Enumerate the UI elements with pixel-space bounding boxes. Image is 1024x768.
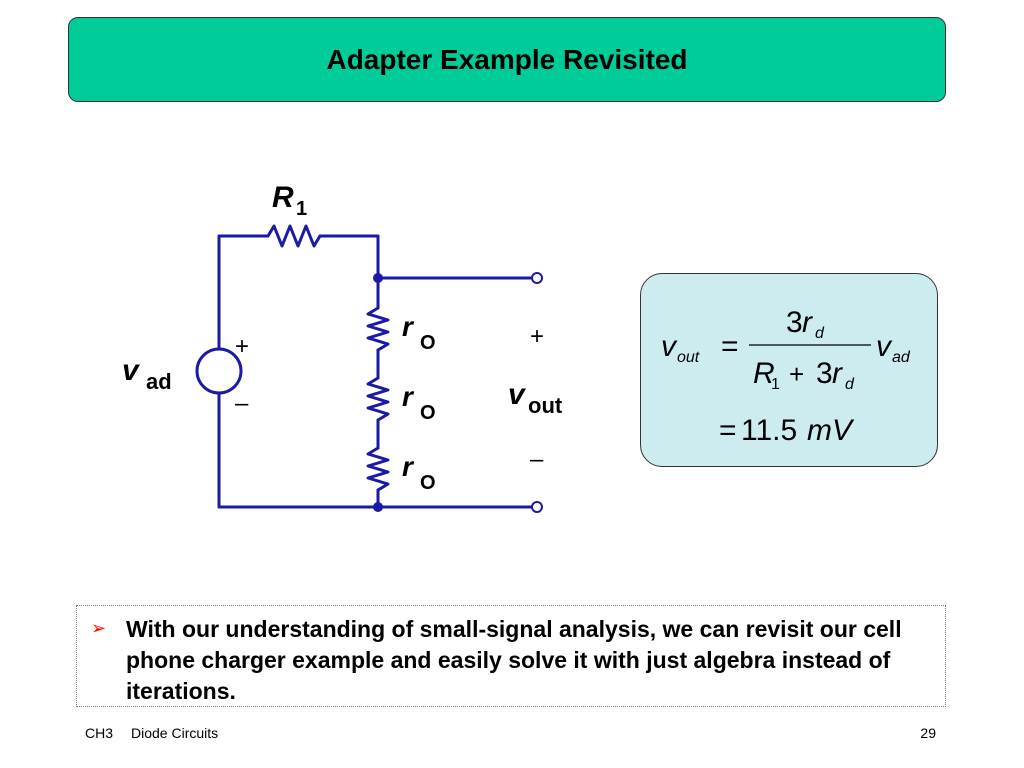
label-r1: R <box>272 181 294 214</box>
eq-result-unit: mV <box>807 414 855 447</box>
label-vad-sub: ad <box>146 369 172 394</box>
out-minus-sign: – <box>530 446 544 473</box>
bullet-text: With our understanding of small-signal a… <box>126 616 902 704</box>
equation-box: v out = 3 r d R 1 + 3 r d v ad = 11.5 mV <box>640 273 938 467</box>
eq-rhs-var: v <box>876 330 893 363</box>
source-minus-sign: – <box>235 390 249 417</box>
label-vout-sub: out <box>528 393 563 418</box>
arrow-bullet-icon: ➢ <box>91 618 107 639</box>
eq-den-plus: + <box>789 359 804 389</box>
title-banner: Adapter Example Revisited <box>68 17 946 102</box>
bullet-box: ➢ With our understanding of small-signal… <box>76 605 946 707</box>
terminal-out-top <box>531 272 543 284</box>
eq-result-equals: = <box>719 414 737 447</box>
label-vout: v <box>508 378 527 411</box>
wire-top-left <box>217 234 270 347</box>
node-dot-top <box>373 273 383 283</box>
label-ro-3: r <box>402 451 415 482</box>
resistor-r1 <box>266 224 322 248</box>
equation-svg: v out = 3 r d R 1 + 3 r d v ad = 11.5 mV <box>661 306 911 447</box>
label-vad: v <box>122 354 141 387</box>
wire-top-right <box>318 234 380 280</box>
source-plus-sign: + <box>235 333 249 360</box>
label-ro-1-sub: O <box>420 332 436 354</box>
footer-page-number: 29 <box>920 725 936 741</box>
terminal-out-bottom <box>531 501 543 513</box>
wire-bottom <box>217 394 533 509</box>
label-ro-3-sub: O <box>420 472 436 494</box>
eq-den-r-sub: 1 <box>771 376 780 393</box>
eq-den-r: R <box>753 357 775 390</box>
label-ro-2: r <box>402 381 415 412</box>
resistor-ro-3 <box>366 446 390 492</box>
resistor-ro-1 <box>366 306 390 352</box>
footer-course: Diode Circuits <box>131 725 219 741</box>
footer-chapter: CH3 <box>85 725 114 741</box>
label-ro-2-sub: O <box>420 402 436 424</box>
eq-num-coef: 3 <box>786 306 803 339</box>
label-r1-sub: 1 <box>296 198 307 220</box>
eq-equals: = <box>721 330 739 363</box>
eq-lhs-var: v <box>661 330 678 363</box>
node-dot-bottom <box>373 502 383 512</box>
eq-den-coef: 3 <box>816 357 833 390</box>
eq-lhs-sub: out <box>677 349 700 366</box>
eq-rhs-sub: ad <box>892 349 911 366</box>
label-ro-1: r <box>402 311 415 342</box>
eq-result-value: 11.5 <box>741 414 797 447</box>
eq-num-var: r <box>802 306 813 339</box>
eq-den-sub: d <box>845 376 855 393</box>
eq-den-var: r <box>832 357 843 390</box>
eq-num-sub: d <box>815 325 825 342</box>
slide-title: Adapter Example Revisited <box>326 43 688 75</box>
out-plus-sign: + <box>530 323 544 350</box>
footer-left: CH3 Diode Circuits <box>85 725 218 741</box>
resistor-ro-2 <box>366 376 390 422</box>
